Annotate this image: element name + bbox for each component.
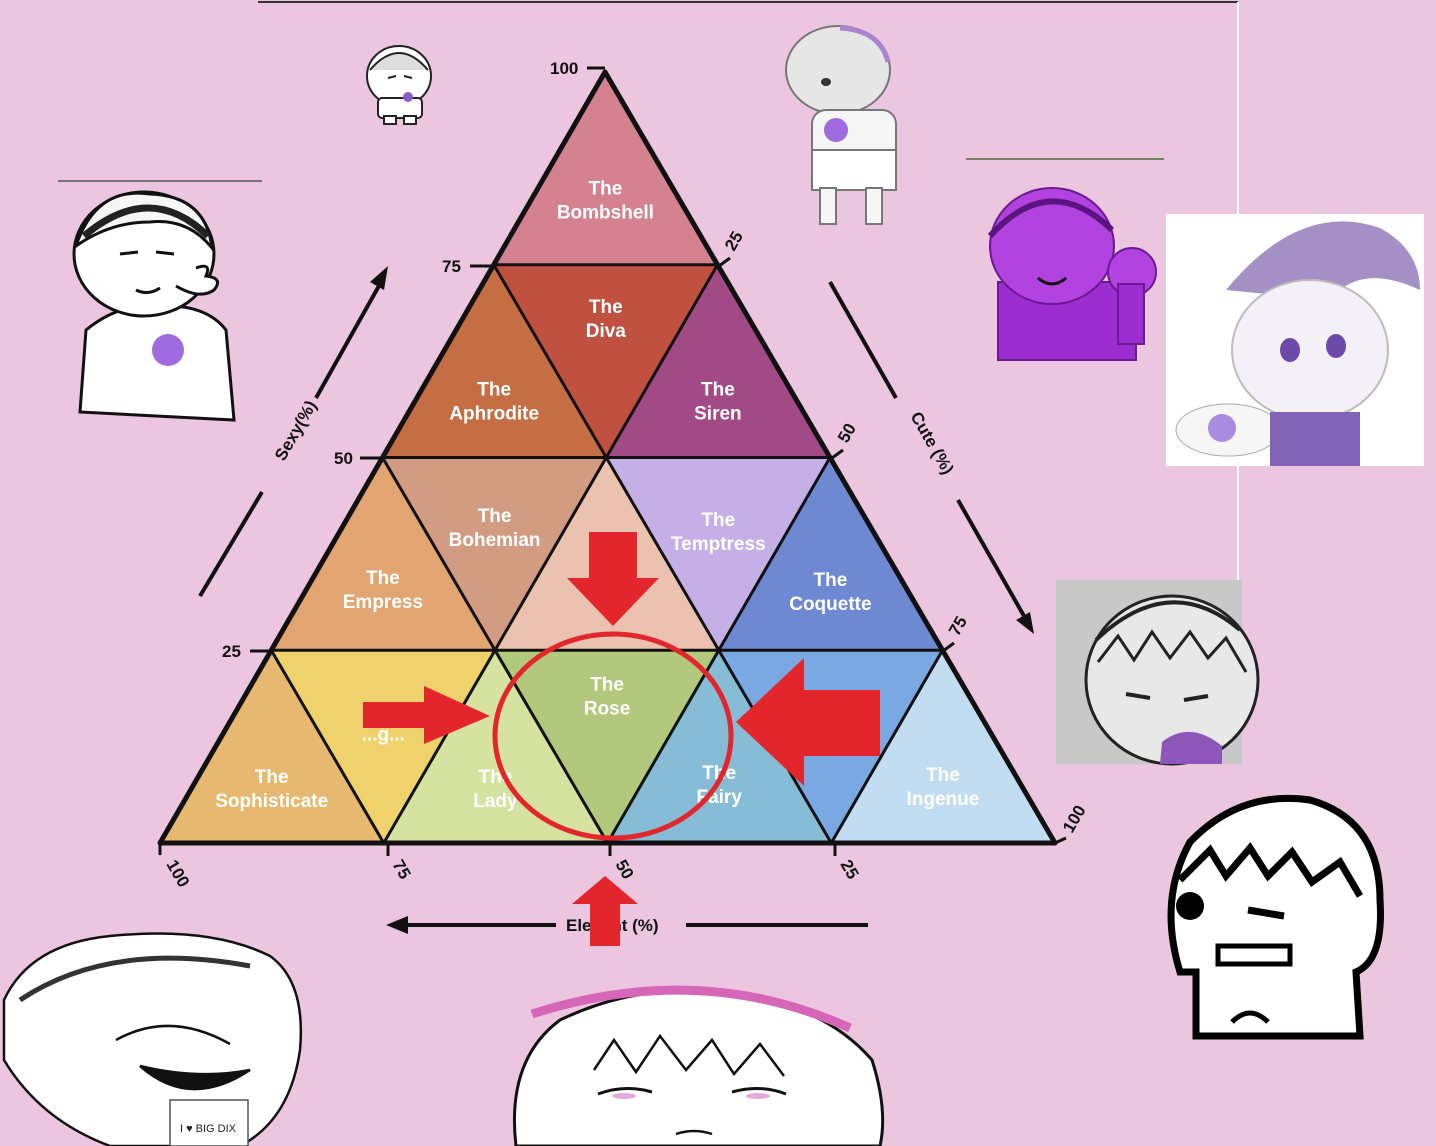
- region-fairy: [607, 650, 832, 843]
- cute-tick-25: 25: [721, 228, 747, 254]
- standing-character-figure-icon: [785, 25, 897, 225]
- sexy-tick-75: 75: [442, 257, 461, 276]
- region-siren: [606, 264, 830, 458]
- region-label-aphrodite-0: The: [477, 379, 511, 400]
- region-label-siren-0: The: [701, 379, 735, 400]
- region-temptress: [606, 457, 830, 651]
- region-label-temptress-1: Temptress: [671, 534, 766, 555]
- region-label-lower-left-inverted-1: ...g...: [362, 725, 405, 746]
- region-label-empress-0: The: [366, 568, 400, 589]
- elegant-tick-100: 100: [163, 857, 194, 891]
- sexy-tick-100: 100: [550, 59, 578, 78]
- region-sophisticate: [160, 650, 384, 843]
- grid-line: [382, 264, 719, 844]
- region-label-coquette-1: Coquette: [789, 594, 871, 615]
- region-diva: [493, 264, 718, 458]
- region-label-bombshell-1: Bombshell: [557, 203, 654, 224]
- grey-character-glare-icon: [1056, 580, 1260, 766]
- arrow-right-marker: [363, 686, 490, 744]
- axis-tick-marks: [158, 66, 1067, 856]
- grid-line: [829, 649, 944, 844]
- arrow-down-marker: [567, 532, 659, 626]
- chibi-character-sketch-icon: [366, 45, 432, 125]
- laughing-character-sketch-icon: I ♥ BIG DIX: [2, 932, 303, 1146]
- region-rose: [495, 650, 719, 843]
- sexy-tick-50: 50: [334, 449, 353, 468]
- region-empress: [271, 457, 495, 651]
- smug-face-headband-icon: [512, 985, 885, 1146]
- region-ingenue: [831, 650, 1055, 843]
- laughing-shirt-text: I ♥ BIG DIX: [180, 1123, 237, 1135]
- region-label-sophisticate-0: The: [255, 767, 289, 788]
- elegant-tick-75: 75: [389, 857, 415, 883]
- cute-axis-arrow: [828, 281, 1034, 634]
- region-label-rose-1: Rose: [584, 699, 630, 720]
- region-label-siren-1: Siren: [694, 403, 742, 424]
- style-triangle-diagram: TheBombshellTheDivaTheAphroditeTheSirenT…: [157, 69, 1058, 846]
- rose-highlight: [363, 532, 880, 946]
- pixel-character-frown-icon: [1167, 794, 1384, 1040]
- elegant-tick-50: 50: [612, 857, 638, 883]
- region-label-bombshell-0: The: [589, 179, 623, 200]
- cute-tick-75: 75: [945, 613, 971, 639]
- sexy-tick-25: 25: [222, 642, 241, 661]
- region-bohemian: [382, 457, 607, 651]
- region-label-bohemian-0: The: [478, 506, 512, 527]
- region-label-aphrodite-1: Aphrodite: [449, 403, 539, 424]
- arrow-up-marker: [572, 876, 638, 946]
- character-with-heart-sketch-icon: [72, 190, 236, 422]
- elegant-tick-25: 25: [837, 857, 863, 883]
- sexy-axis-arrow: [198, 266, 388, 598]
- cute-tick-100: 100: [1059, 802, 1090, 836]
- region-label-fairy-1: Fairy: [696, 787, 742, 808]
- purple-character-waving-icon: [987, 187, 1157, 361]
- region-label-ingenue-1: Ingenue: [906, 789, 979, 810]
- region-label-sophisticate-1: Sophisticate: [215, 791, 328, 812]
- region-label-diva-1: Diva: [586, 321, 627, 342]
- region-aphrodite: [382, 264, 607, 458]
- cute-tick-50: 50: [834, 420, 860, 446]
- region-label-rose-0: The: [590, 675, 624, 696]
- region-label-empress-1: Empress: [343, 592, 423, 613]
- grid-line: [269, 649, 386, 844]
- region-label-bohemian-1: Bohemian: [449, 530, 541, 551]
- region-label-coquette-0: The: [814, 570, 848, 591]
- region-label-temptress-0: The: [701, 510, 735, 531]
- arrow-left-marker: [736, 658, 880, 786]
- cute-axis-name: Cute (%): [907, 409, 958, 478]
- region-bombshell: [493, 72, 718, 265]
- region-label-diva-0: The: [589, 297, 623, 318]
- sexy-axis-name: Sexy(%): [271, 397, 321, 464]
- region-label-lady-1: Lady: [473, 791, 518, 812]
- region-label-ingenue-0: The: [926, 765, 960, 786]
- anime-girl-witch-hat-icon: [1166, 214, 1424, 466]
- elegant-axis-arrow: [386, 916, 868, 934]
- region-coquette: [718, 457, 943, 651]
- highlight-circle: [492, 631, 734, 841]
